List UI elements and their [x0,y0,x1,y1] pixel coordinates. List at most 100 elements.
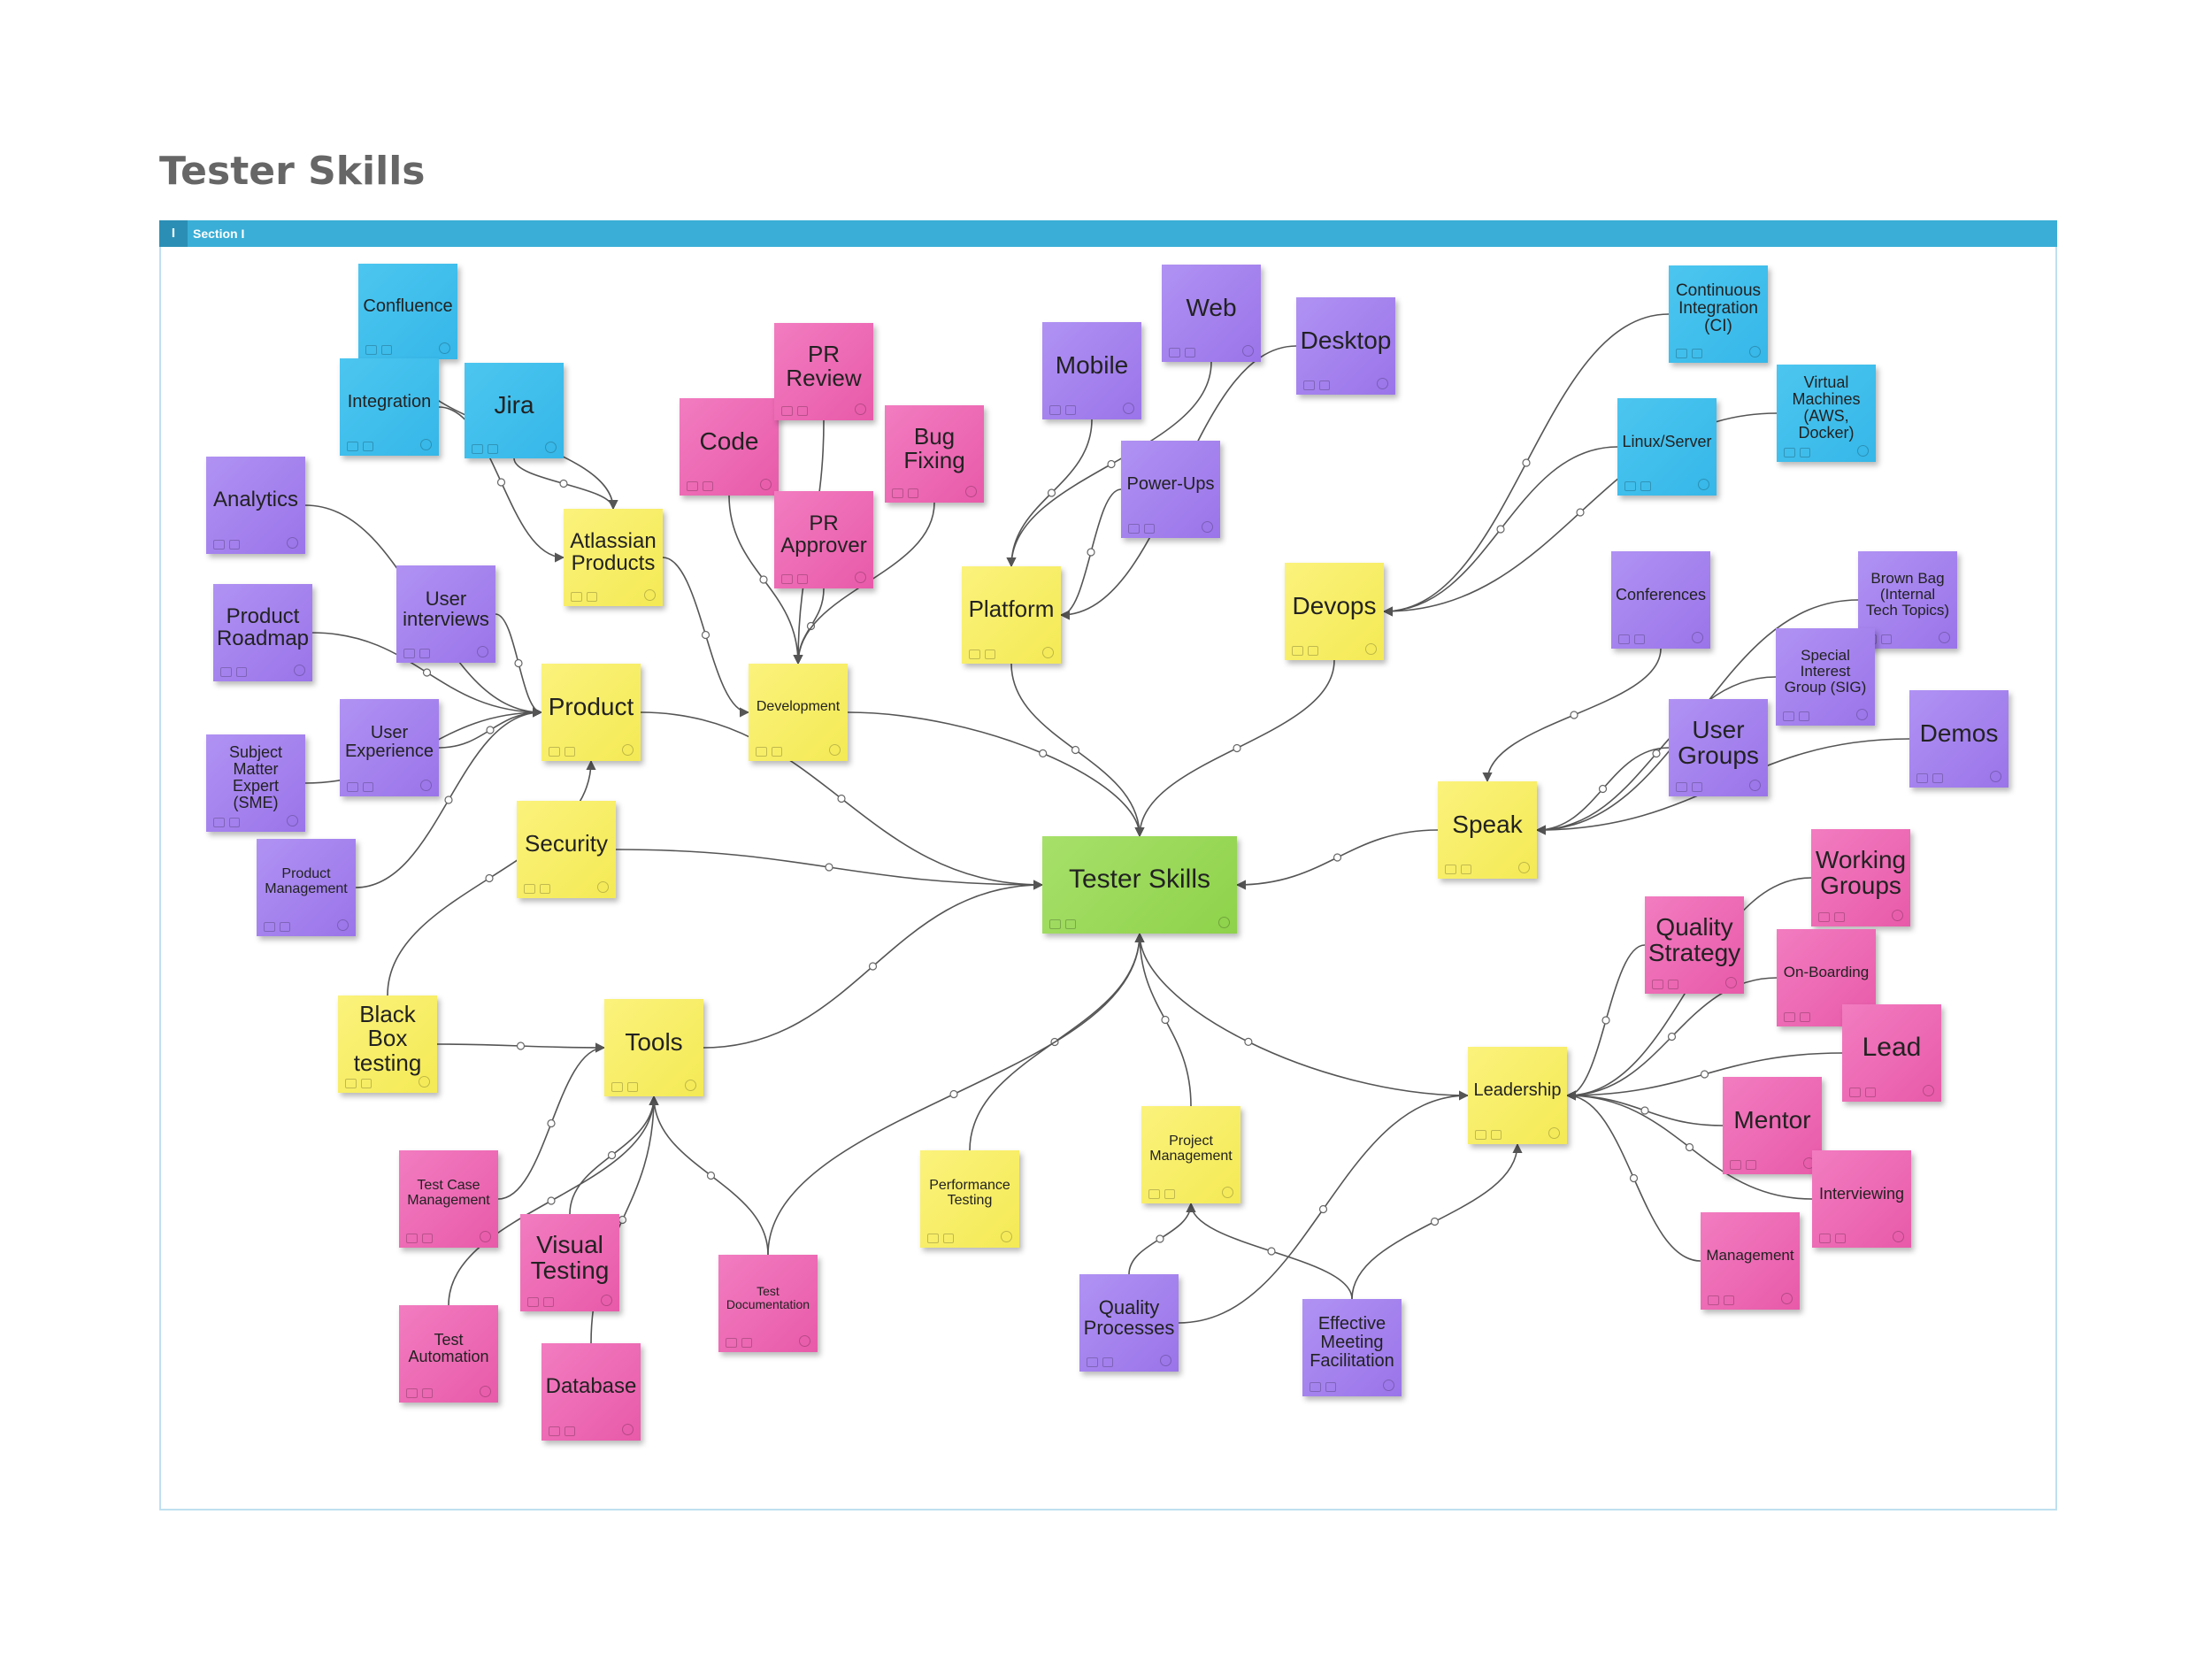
connector-handle[interactable] [706,1171,716,1180]
connector-handle[interactable] [1233,743,1241,753]
sticky-code[interactable]: Code [680,398,779,496]
connector-handle[interactable] [825,863,833,872]
check-icon[interactable] [1893,1231,1904,1242]
check-icon[interactable] [1698,479,1709,490]
sticky-development[interactable]: Development [749,664,848,761]
check-icon[interactable] [799,1335,810,1347]
comment-icon[interactable] [969,650,995,659]
check-icon[interactable] [1518,862,1530,873]
check-icon[interactable] [622,744,634,756]
sticky-visual-testing[interactable]: Visual Testing [520,1214,619,1311]
comment-icon[interactable] [527,1297,554,1307]
check-icon[interactable] [337,919,349,931]
check-icon[interactable] [480,1231,491,1242]
comment-icon[interactable] [549,747,575,757]
comment-icon[interactable] [781,406,808,416]
sticky-pr-review[interactable]: PR Review [774,323,873,420]
connector-leadership-to-tester-skills[interactable] [1134,932,1469,1096]
comment-icon[interactable] [1708,1295,1734,1305]
comment-icon[interactable] [1292,646,1318,656]
connector-handle[interactable] [1267,1247,1276,1256]
connector-handle[interactable] [1640,1106,1649,1115]
connector-handle[interactable] [1071,745,1080,755]
connector-handle[interactable] [444,796,453,804]
sticky-test-documentation[interactable]: Test Documentation [718,1255,818,1352]
check-icon[interactable] [1781,1293,1793,1304]
check-icon[interactable] [1218,917,1230,928]
check-icon[interactable] [1749,346,1761,357]
connector-handle[interactable] [1522,458,1531,467]
check-icon[interactable] [477,646,488,657]
comment-icon[interactable] [1819,1234,1846,1243]
check-icon[interactable] [1365,643,1377,655]
check-icon[interactable] [1123,403,1134,414]
connector-handle[interactable] [1087,548,1095,557]
sticky-product-roadmap[interactable]: Product Roadmap [213,584,312,681]
sticky-power-ups[interactable]: Power-Ups [1121,441,1220,538]
comment-icon[interactable] [524,884,550,894]
check-icon[interactable] [685,1080,696,1091]
connector-handle[interactable] [1570,711,1578,719]
sticky-conferences[interactable]: Conferences [1611,551,1710,649]
sticky-performance-testing[interactable]: Performance Testing [920,1150,1019,1248]
connector-handle[interactable] [1601,1016,1610,1025]
comment-icon[interactable] [1148,1189,1175,1199]
check-icon[interactable] [601,1295,612,1306]
connector-handle[interactable] [1039,749,1048,757]
sticky-mentor[interactable]: Mentor [1723,1077,1822,1174]
comment-icon[interactable] [347,442,373,451]
check-icon[interactable] [1548,1127,1560,1139]
connector-handle[interactable] [422,668,432,677]
check-icon[interactable] [855,572,866,583]
connector-handle[interactable] [1333,853,1342,862]
comment-icon[interactable] [406,1234,433,1243]
sticky-sme[interactable]: Subject Matter Expert (SME) [206,734,305,832]
comment-icon[interactable] [1849,1088,1876,1097]
sticky-sig[interactable]: Special Interest Group (SIG) [1776,628,1875,726]
connector-handle[interactable] [559,479,568,488]
check-icon[interactable] [419,1076,430,1088]
comment-icon[interactable] [1169,348,1195,357]
sticky-user-experience[interactable]: User Experience [340,699,439,796]
check-icon[interactable] [545,442,557,453]
connector-handle[interactable] [1496,525,1505,534]
connector-handle[interactable] [1156,1234,1164,1243]
sticky-virtual-machines[interactable]: Virtual Machines (AWS, Docker) [1777,365,1876,462]
connector-handle[interactable] [701,630,710,640]
connector-handle[interactable] [1652,749,1661,758]
connector-handle[interactable] [1629,1173,1639,1183]
comment-icon[interactable] [892,488,918,498]
comment-icon[interactable] [611,1082,638,1092]
connector-handle[interactable] [516,1042,526,1050]
comment-icon[interactable] [347,782,373,792]
connector-handle[interactable] [806,621,816,631]
comment-icon[interactable] [1310,1382,1336,1392]
connector-development-to-tester-skills[interactable] [847,711,1145,838]
check-icon[interactable] [1749,780,1761,791]
sticky-leadership[interactable]: Leadership [1468,1047,1567,1144]
sticky-web[interactable]: Web [1162,265,1261,362]
connector-handle[interactable] [1576,508,1585,517]
comment-icon[interactable] [781,574,808,584]
connector-handle[interactable] [1047,488,1056,497]
check-icon[interactable] [1856,709,1868,720]
sticky-test-case-mgmt[interactable]: Test Case Management [399,1150,498,1248]
comment-icon[interactable] [1087,1357,1113,1367]
check-icon[interactable] [1042,647,1054,658]
comment-icon[interactable] [264,922,290,932]
sticky-lead[interactable]: Lead [1842,1004,1941,1102]
sticky-database[interactable]: Database [541,1343,641,1441]
sticky-test-automation[interactable]: Test Automation [399,1305,498,1403]
check-icon[interactable] [439,342,450,354]
comment-icon[interactable] [927,1234,954,1243]
comment-icon[interactable] [1730,1160,1756,1170]
check-icon[interactable] [622,1424,634,1435]
connector-handle[interactable] [485,873,494,883]
comment-icon[interactable] [1784,1012,1810,1022]
sticky-management[interactable]: Management [1701,1212,1800,1310]
check-icon[interactable] [855,404,866,415]
sticky-integration[interactable]: Integration [340,358,439,456]
connector-handle[interactable] [868,962,878,971]
comment-icon[interactable] [1784,448,1810,457]
connector-handle[interactable] [618,1215,627,1225]
